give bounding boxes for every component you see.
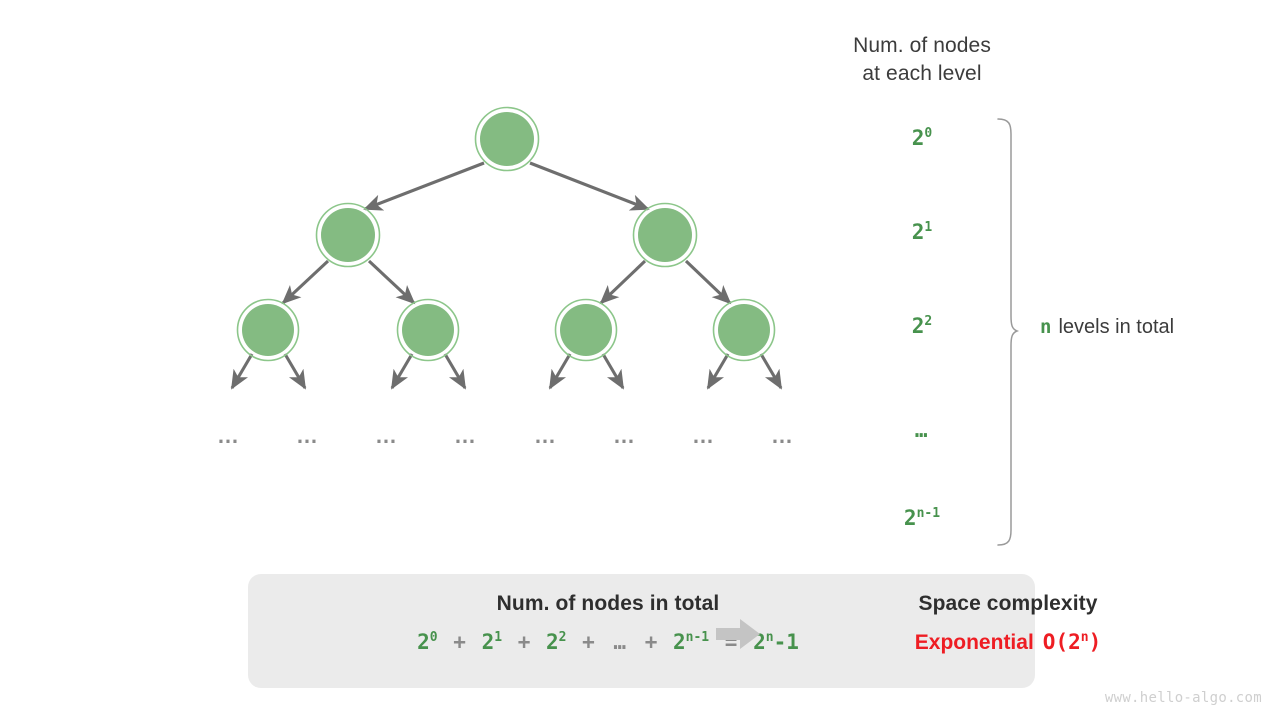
levels-variable: n — [1040, 316, 1052, 338]
formula-term-exponent-4: n-1 — [685, 630, 710, 645]
big-o-notation: O(2n) — [1043, 630, 1101, 654]
level-count-exponent: 0 — [924, 126, 933, 141]
tree-node-level3-4 — [712, 298, 776, 362]
tree-node-level3-3 — [554, 298, 618, 362]
big-o-suffix: ) — [1088, 630, 1102, 654]
level-count-base: … — [914, 418, 930, 442]
tree-node-level2-right — [632, 202, 698, 268]
summary-right-column: Space complexity Exponential O(2n) — [778, 592, 1238, 655]
tree-node-level3-1 — [236, 298, 300, 362]
tree-ellipsis-3: … — [454, 423, 478, 448]
formula-term-2: 22 — [545, 630, 567, 654]
level-count-label-4: 2n-1 — [862, 506, 982, 530]
level-count-exponent: 2 — [924, 314, 933, 329]
level-count-exponent: 1 — [924, 220, 933, 235]
formula-term-3: … — [613, 630, 627, 654]
formula-term-4: 2n-1 — [673, 630, 710, 654]
level-count-label-2: 22 — [862, 314, 982, 338]
level-count-base: 2 — [911, 126, 925, 150]
formula-term-1: 21 — [481, 630, 503, 654]
tree-node-level3-2 — [396, 298, 460, 362]
formula-term-0: 20 — [417, 630, 438, 654]
tree-edges-level3 — [230, 353, 783, 390]
tree-ellipsis-7: … — [771, 423, 795, 448]
complexity-result: Exponential O(2n) — [778, 630, 1238, 655]
tree-node-root — [474, 106, 540, 172]
summary-box: Num. of nodes in total 20 + 21 + 22 + … … — [248, 574, 1101, 688]
implies-arrow-icon — [716, 619, 760, 649]
level-count-label-3: … — [862, 418, 982, 442]
formula-plus-2: + — [505, 630, 543, 654]
big-o-exponent: n — [1080, 630, 1089, 645]
summary-right-title: Space complexity — [918, 592, 1098, 615]
summary-left-column: Num. of nodes in total 20 + 21 + 22 + … … — [268, 592, 948, 654]
formula-term-exponent-0: 0 — [429, 630, 438, 645]
big-o-prefix: O(2 — [1042, 630, 1081, 654]
total-levels-annotation: n levels in total — [1040, 316, 1174, 339]
levels-brace — [997, 118, 1020, 546]
level-count-exponent: n-1 — [916, 506, 941, 521]
tree-ellipsis-5: … — [613, 423, 637, 448]
level-count-base: 2 — [903, 506, 917, 530]
caption-line-1: Num. of nodes — [853, 34, 991, 57]
formula-plus-3: + — [569, 630, 608, 654]
formula-term-exponent-2: 2 — [558, 630, 567, 645]
level-count-base: 2 — [911, 314, 925, 338]
formula-result-exponent: n — [765, 630, 774, 645]
caption-line-2: at each level — [862, 62, 982, 86]
tree-ellipsis-4: … — [534, 423, 558, 448]
tree-edges-level2 — [281, 259, 732, 305]
level-count-label-1: 21 — [862, 220, 982, 244]
levels-annotation-text: levels in total — [1058, 316, 1175, 338]
formula-plus-4: + — [632, 630, 670, 654]
tree-ellipsis-0: … — [217, 423, 241, 448]
complexity-word: Exponential — [914, 631, 1034, 654]
tree-ellipsis-2: … — [375, 423, 399, 448]
formula-term-exponent-1: 1 — [494, 630, 503, 645]
node-count-formula: 20 + 21 + 22 + … + 2n-1 = 2n-1 — [268, 630, 948, 654]
summary-left-title: Num. of nodes in total — [496, 592, 720, 615]
formula-plus-1: + — [440, 630, 479, 654]
tree-ellipsis-6: … — [692, 423, 716, 448]
level-count-label-0: 20 — [862, 126, 982, 150]
chart-caption: Num. of nodes at each level — [812, 32, 1032, 89]
tree-ellipsis-1: … — [296, 423, 320, 448]
watermark: www.hello-algo.com — [1104, 690, 1262, 706]
tree-node-level2-left — [315, 202, 381, 268]
level-count-base: 2 — [911, 220, 925, 244]
tree-edges-level1 — [363, 161, 650, 211]
